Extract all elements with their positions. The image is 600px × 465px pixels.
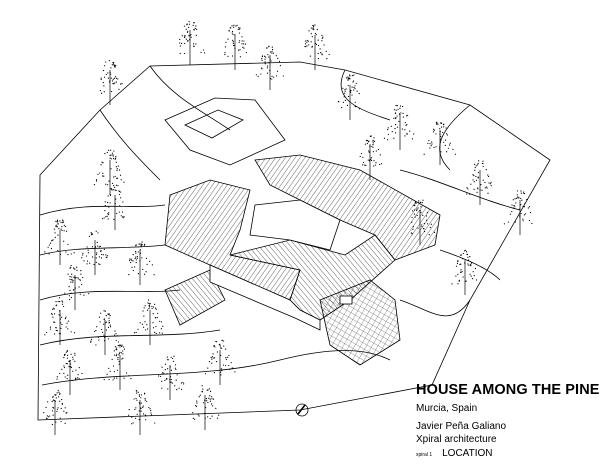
pine-tree (56, 350, 83, 395)
site-boundary (37, 61, 551, 421)
pine-tree (59, 264, 90, 310)
pine-tree (158, 355, 185, 400)
pine-tree (44, 219, 75, 265)
sheet-code: xpiral 1 (416, 452, 433, 458)
facade-wall (209, 264, 321, 331)
pine-tree (466, 160, 492, 205)
pine-tree (93, 149, 125, 195)
pine-tree (128, 241, 155, 285)
house (164, 154, 441, 366)
pine-trees (43, 21, 533, 435)
pine-tree (44, 300, 76, 345)
north-arrow (295, 403, 309, 417)
pine-tree (337, 74, 361, 120)
firm-name: Xpiral architecture (416, 434, 497, 445)
pine-tree (423, 121, 457, 165)
project-location: Murcia, Spain (416, 403, 478, 414)
pine-tree (410, 199, 436, 245)
pine-tree (81, 230, 109, 275)
terrain (37, 61, 551, 421)
pine-tree (204, 339, 236, 385)
pine-tree (359, 135, 383, 180)
pine-tree (255, 45, 284, 90)
pool-platform (164, 97, 286, 166)
pine-tree (451, 249, 478, 295)
entrance (339, 295, 353, 305)
stair-terrace (164, 269, 226, 326)
pine-tree (101, 184, 125, 230)
sheet-row: xpiral 1 LOCATION (416, 448, 493, 460)
pool (184, 109, 244, 139)
pine-tree (43, 389, 68, 435)
pine-tree (133, 299, 164, 345)
pine-tree (304, 24, 330, 70)
pine-tree (179, 21, 206, 65)
pine-tree (192, 385, 220, 430)
pine-tree (503, 190, 533, 235)
pine-tree (224, 24, 247, 70)
sheet-name: LOCATION (442, 448, 493, 459)
inner-courtyard (249, 199, 341, 251)
architect-name: Javier Peña Galiano (416, 421, 507, 432)
pine-tree (99, 60, 123, 105)
roof-right-wing (254, 154, 441, 261)
pine-tree (90, 310, 120, 355)
pine-tree (128, 390, 156, 435)
pine-tree (383, 104, 415, 150)
project-title: HOUSE AMONG THE PINES (416, 382, 600, 398)
pine-tree (103, 344, 132, 390)
